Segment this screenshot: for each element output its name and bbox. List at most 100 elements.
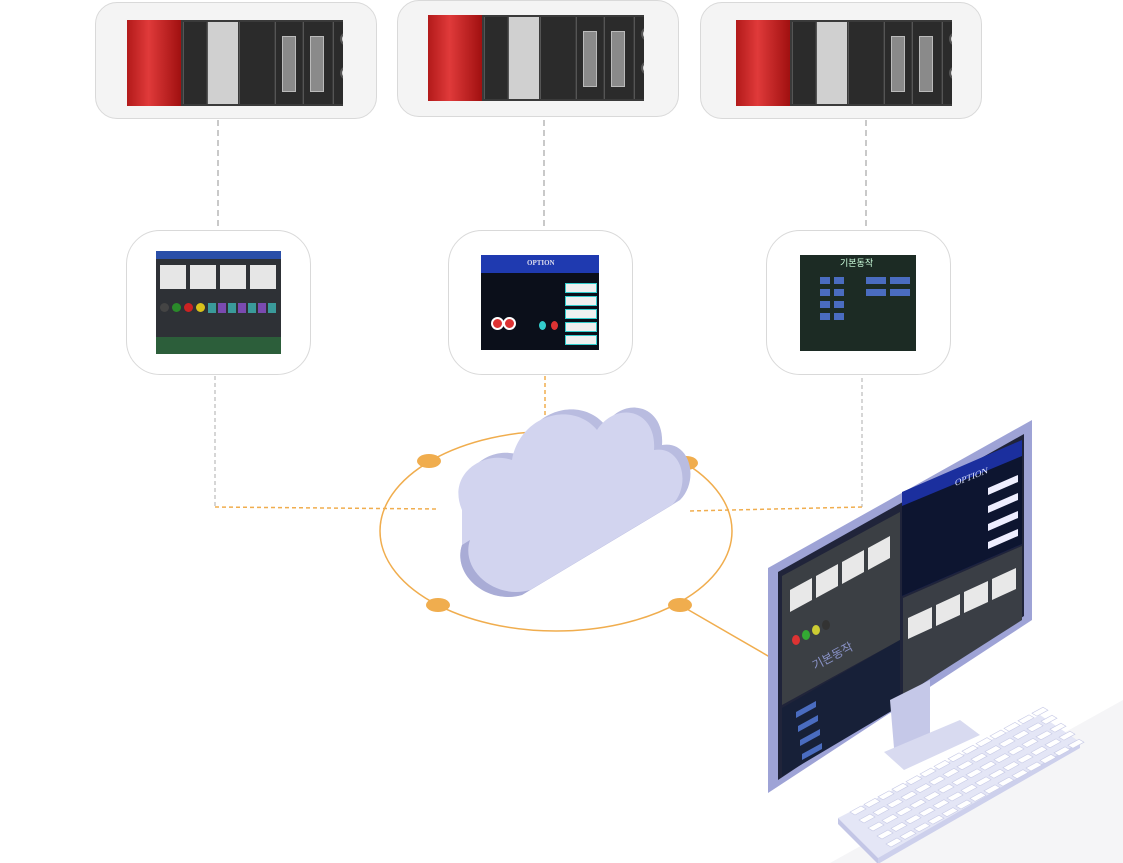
- stop-button: [503, 317, 516, 330]
- plc-io-module: [816, 22, 847, 104]
- key: [988, 768, 1006, 779]
- plc-io-module: [792, 22, 815, 104]
- plc-card-1: [95, 2, 377, 119]
- key: [909, 798, 927, 809]
- keyboard-keys: [849, 706, 1085, 848]
- key: [1011, 769, 1029, 779]
- monitor-gauge-tile: [868, 536, 890, 570]
- gauge-tile: [220, 265, 246, 289]
- key: [975, 737, 993, 747]
- plc-io-module: [239, 22, 274, 104]
- key: [1017, 714, 1035, 725]
- key: [858, 813, 876, 824]
- monitor-gauge-tile: [964, 581, 988, 613]
- jog-button: [834, 313, 844, 320]
- key: [997, 776, 1015, 787]
- hmi-button: [218, 303, 226, 313]
- status-lamp: [172, 303, 181, 312]
- plc-cpu-module: [736, 20, 790, 106]
- key: [900, 790, 918, 801]
- hmi-basic-operation: 기본동작: [800, 255, 916, 351]
- key: [933, 760, 951, 770]
- key: [1007, 745, 1025, 756]
- plc-io-module: [634, 17, 644, 99]
- key: [951, 776, 969, 786]
- key: [927, 814, 945, 825]
- key: [1040, 714, 1058, 725]
- plc-connector: [611, 31, 625, 87]
- status-lamp: [551, 321, 558, 330]
- hmi-button: [248, 303, 256, 313]
- key: [998, 737, 1016, 748]
- plc-connector: [919, 36, 933, 92]
- key: [899, 830, 917, 840]
- connector-hmi3-cloud: [687, 506, 863, 512]
- plc-io-module: [576, 17, 603, 99]
- jog-button: [834, 289, 844, 296]
- key: [984, 745, 1002, 755]
- key: [867, 821, 885, 832]
- plc-connector: [282, 36, 296, 92]
- key: [961, 744, 979, 755]
- plc-io-module: [848, 22, 883, 104]
- status-lamp: [184, 303, 193, 312]
- key: [983, 784, 1001, 795]
- key: [885, 837, 903, 848]
- key: [895, 806, 913, 817]
- jog-button: [834, 301, 844, 308]
- hmi-option-title: OPTION: [527, 259, 555, 267]
- jog-button: [820, 289, 830, 296]
- connector-hmi1-cloud: [214, 506, 437, 510]
- plc-io-module: [207, 22, 238, 104]
- hmi-option: OPTION: [481, 255, 599, 350]
- key: [918, 806, 936, 817]
- plc-port: [340, 32, 343, 46]
- plc-port: [641, 61, 644, 75]
- plc-connector: [583, 31, 597, 87]
- gauge-tile: [250, 265, 276, 289]
- hmi-button: [268, 303, 276, 313]
- key: [942, 768, 960, 778]
- key: [1025, 761, 1043, 772]
- plc-unit-2: [428, 15, 644, 101]
- monitor-gauge-tile: [908, 607, 932, 639]
- monitor-jog-button: [798, 715, 818, 732]
- plc-card-3: [700, 2, 982, 119]
- key: [946, 791, 964, 802]
- key: [956, 760, 974, 771]
- monitor-jog-button: [796, 701, 816, 718]
- plc-io-module: [508, 17, 539, 99]
- monitor-icon: [768, 420, 1032, 793]
- plc-cpu-module: [127, 20, 181, 106]
- key: [989, 729, 1007, 740]
- key: [928, 775, 946, 786]
- monitor-status-lamp: [812, 625, 820, 635]
- key: [932, 799, 950, 809]
- hmi-header-bar: [156, 251, 281, 259]
- plc-io-module: [303, 22, 332, 104]
- option-button: [565, 322, 597, 332]
- hmi-control-panel: [156, 251, 281, 354]
- monitor-option-button: [988, 493, 1018, 513]
- hmi-button: [258, 303, 266, 313]
- key: [993, 753, 1011, 763]
- plc-io-module: [540, 17, 575, 99]
- plc-card-2: [397, 0, 679, 117]
- key: [872, 806, 890, 816]
- monitor-option-button: [988, 529, 1018, 549]
- plc-io-module: [604, 17, 633, 99]
- key: [863, 798, 881, 808]
- ring-node: [417, 454, 441, 468]
- monitor-jog-button: [800, 729, 820, 746]
- servo-button: [866, 277, 886, 284]
- key: [1039, 754, 1057, 764]
- key: [905, 775, 923, 785]
- key: [965, 768, 983, 779]
- option-button: [565, 309, 597, 319]
- key: [881, 814, 899, 824]
- key: [890, 822, 908, 832]
- key: [1003, 722, 1021, 732]
- key: [1021, 738, 1039, 748]
- monitor-status-lamp: [802, 630, 810, 640]
